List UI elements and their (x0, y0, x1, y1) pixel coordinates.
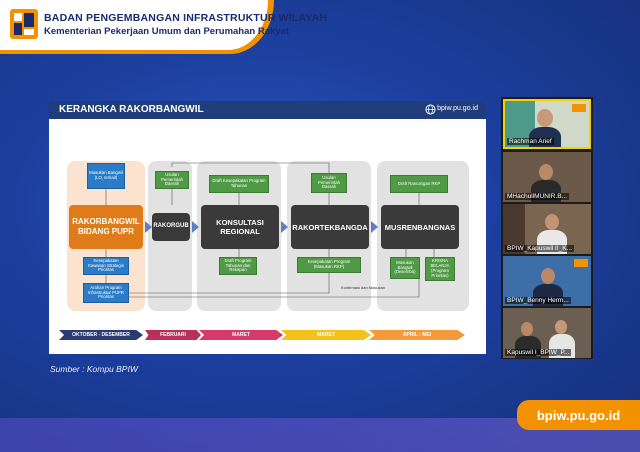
box-draft-program: Draft Program Tahunan dan Rekapan (219, 257, 257, 275)
org-subtitle: Kementerian Pekerjaan Umum dan Perumahan… (44, 26, 289, 37)
box-draft-rancangan-rkp: Draft Rancangan RKP (390, 175, 448, 193)
stage-musrenbangnas: MUSRENBANGNAS (381, 205, 459, 249)
box-krisna: KRISNA BELANJA (Program Prioritas) (425, 257, 455, 281)
stage-rakorbangwil: RAKORBANGWIL BIDANG PUPR (69, 205, 143, 249)
participant-tile-1[interactable]: Rachman Arief (503, 99, 591, 149)
participant-name: BPIW_Benny Herm... (505, 297, 571, 304)
participant-name: Rachman Arief (507, 138, 554, 145)
box-usulan-pemda: Usulan Pemerintah Daerah (155, 171, 189, 189)
participant-tile-3[interactable]: BPIW_Kapuswil II_K... (503, 204, 591, 254)
org-title: BADAN PENGEMBANGAN INFRASTRUKTUR WILAYAH (44, 12, 328, 24)
pupr-logo-icon (10, 9, 38, 39)
participant-avatar (521, 322, 533, 336)
participant-avatar (537, 109, 553, 127)
pupr-mini-logo-icon (574, 259, 588, 267)
timeline-seg-maret-2: MARET (281, 330, 371, 340)
participant-tile-2[interactable]: MHachullMUNIR.B... (503, 152, 591, 202)
box-masukan-bangwil-2: Masukan Bangwil (Desemba) (390, 257, 420, 279)
box-kesepakatan-kawasan: Kesepakatan Kawasan Strategis Prioritas (83, 257, 129, 275)
timeline-seg-oktober-desember: OKTOBER - DESEMBER (59, 330, 143, 340)
header-banner: BADAN PENGEMBANGAN INFRASTRUKTUR WILAYAH… (0, 0, 327, 50)
participant-name: BPIW_Kapuswil II_K... (505, 245, 575, 252)
stage-konsultasi: KONSULTASI REGIONAL (201, 205, 279, 249)
flow-connectors (105, 162, 435, 298)
timeline-seg-februari: FEBRUARI (145, 330, 201, 340)
tile-bookshelf (503, 204, 525, 254)
participant-avatar-2 (555, 320, 567, 334)
box-draft-kesepakatan: Draft Kesepakatan Program Tahunan (209, 175, 269, 193)
shared-slide: KERANGKA RAKORBANGWIL bpiw.pu.go.id (49, 101, 486, 354)
stage-rakorgub: RAKORGUB (152, 213, 190, 241)
participant-tile-5[interactable]: Kapuswil I_BPIW_P... (503, 308, 591, 358)
slide-title: KERANGKA RAKORBANGWIL (59, 104, 204, 115)
box-arahan-program: Arahan Program Infrastruktur PUPR Priori… (83, 283, 129, 303)
box-kesepakatan-program: Kesepakatan Program (Masukan RKP) (297, 257, 361, 273)
globe-icon (425, 104, 436, 115)
participant-tile-4[interactable]: BPIW_Benny Herm... (503, 256, 591, 306)
timeline-seg-maret-1: MARET (199, 330, 283, 340)
participant-name: MHachullMUNIR.B... (505, 193, 569, 200)
stage-rakortekbangda: RAKORTEKBANGDA (291, 205, 369, 249)
pupr-mini-logo-icon (572, 104, 586, 112)
note-konfirmasi: Konfirmasi dan Masukan (341, 285, 386, 290)
participant-avatar (539, 164, 553, 180)
participant-avatar (541, 268, 555, 284)
box-usulan-pemda-2: Usulan Pemerintah Daerah (311, 173, 347, 193)
source-caption: Sumber : Kompu BPIW (50, 364, 138, 374)
box-masukan-bangwil: Masukan Bangwil (LO, terkait) (87, 163, 125, 189)
timeline-seg-april-mei: APRIL - MEI (369, 330, 465, 340)
slide-url: bpiw.pu.go.id (437, 105, 478, 112)
participant-avatar (545, 214, 559, 230)
slide-titlebar: KERANGKA RAKORBANGWIL bpiw.pu.go.id (49, 101, 486, 119)
footer-website: bpiw.pu.go.id (517, 400, 640, 430)
participant-name: Kapuswil I_BPIW_P... (505, 349, 572, 356)
